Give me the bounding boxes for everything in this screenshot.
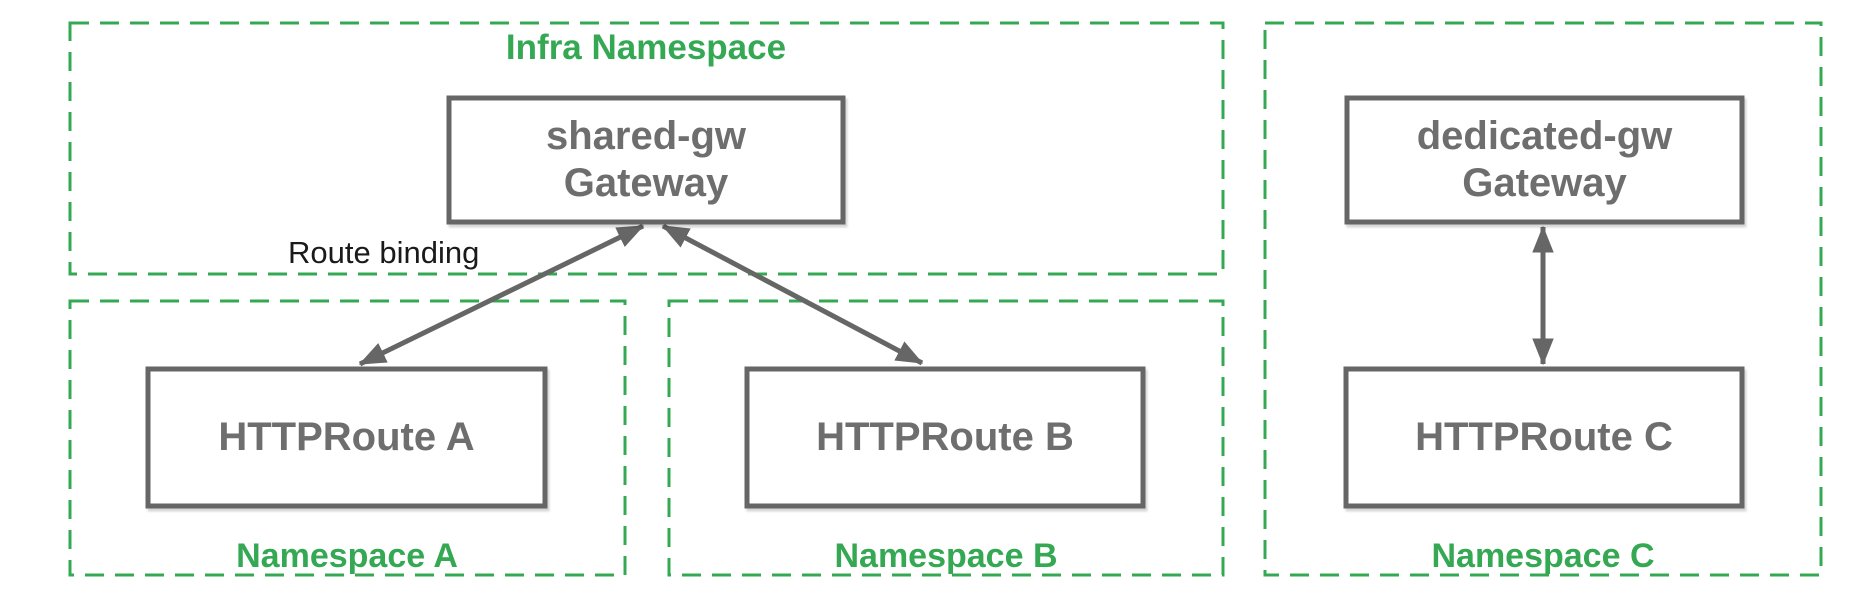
shared-gateway-kind: Gateway [563, 161, 729, 205]
route-binding-arrow-b [661, 223, 924, 366]
route-binding-annotation: Route binding [288, 235, 480, 270]
dedicated-gateway-name: dedicated-gw [1416, 114, 1673, 158]
httproute-b-label: HTTPRoute B [747, 369, 1143, 506]
namespace-c-title: Namespace C [1431, 537, 1655, 575]
httproute-a-box [145, 366, 548, 509]
httproute-c-label: HTTPRoute C [1346, 369, 1742, 506]
namespace-a-boundary [68, 299, 627, 577]
shared-gateway-name: shared-gw [545, 114, 747, 158]
namespace-c-boundary [1263, 21, 1823, 577]
httproute-c-box [1343, 366, 1745, 509]
infra-namespace-title: Infra Namespace [505, 28, 787, 67]
httproute-b-box [744, 366, 1146, 509]
httproute-b-text: HTTPRoute B [816, 415, 1074, 459]
namespace-a-title: Namespace A [236, 537, 458, 575]
dedicated-gateway-label: dedicated-gw Gateway [1347, 98, 1742, 222]
shared-gateway-box [446, 95, 846, 225]
httproute-c-text: HTTPRoute C [1415, 415, 1673, 459]
infra-namespace-boundary [68, 21, 1225, 276]
route-binding-arrow-a [358, 223, 645, 367]
dedicated-gateway-box [1344, 95, 1745, 225]
httproute-a-label: HTTPRoute A [148, 369, 545, 506]
namespace-b-boundary [667, 299, 1225, 577]
dedicated-gateway-kind: Gateway [1462, 161, 1627, 205]
shared-gateway-label: shared-gw Gateway [449, 98, 843, 222]
namespace-b-title: Namespace B [834, 537, 1058, 575]
httproute-a-text: HTTPRoute A [218, 415, 475, 459]
